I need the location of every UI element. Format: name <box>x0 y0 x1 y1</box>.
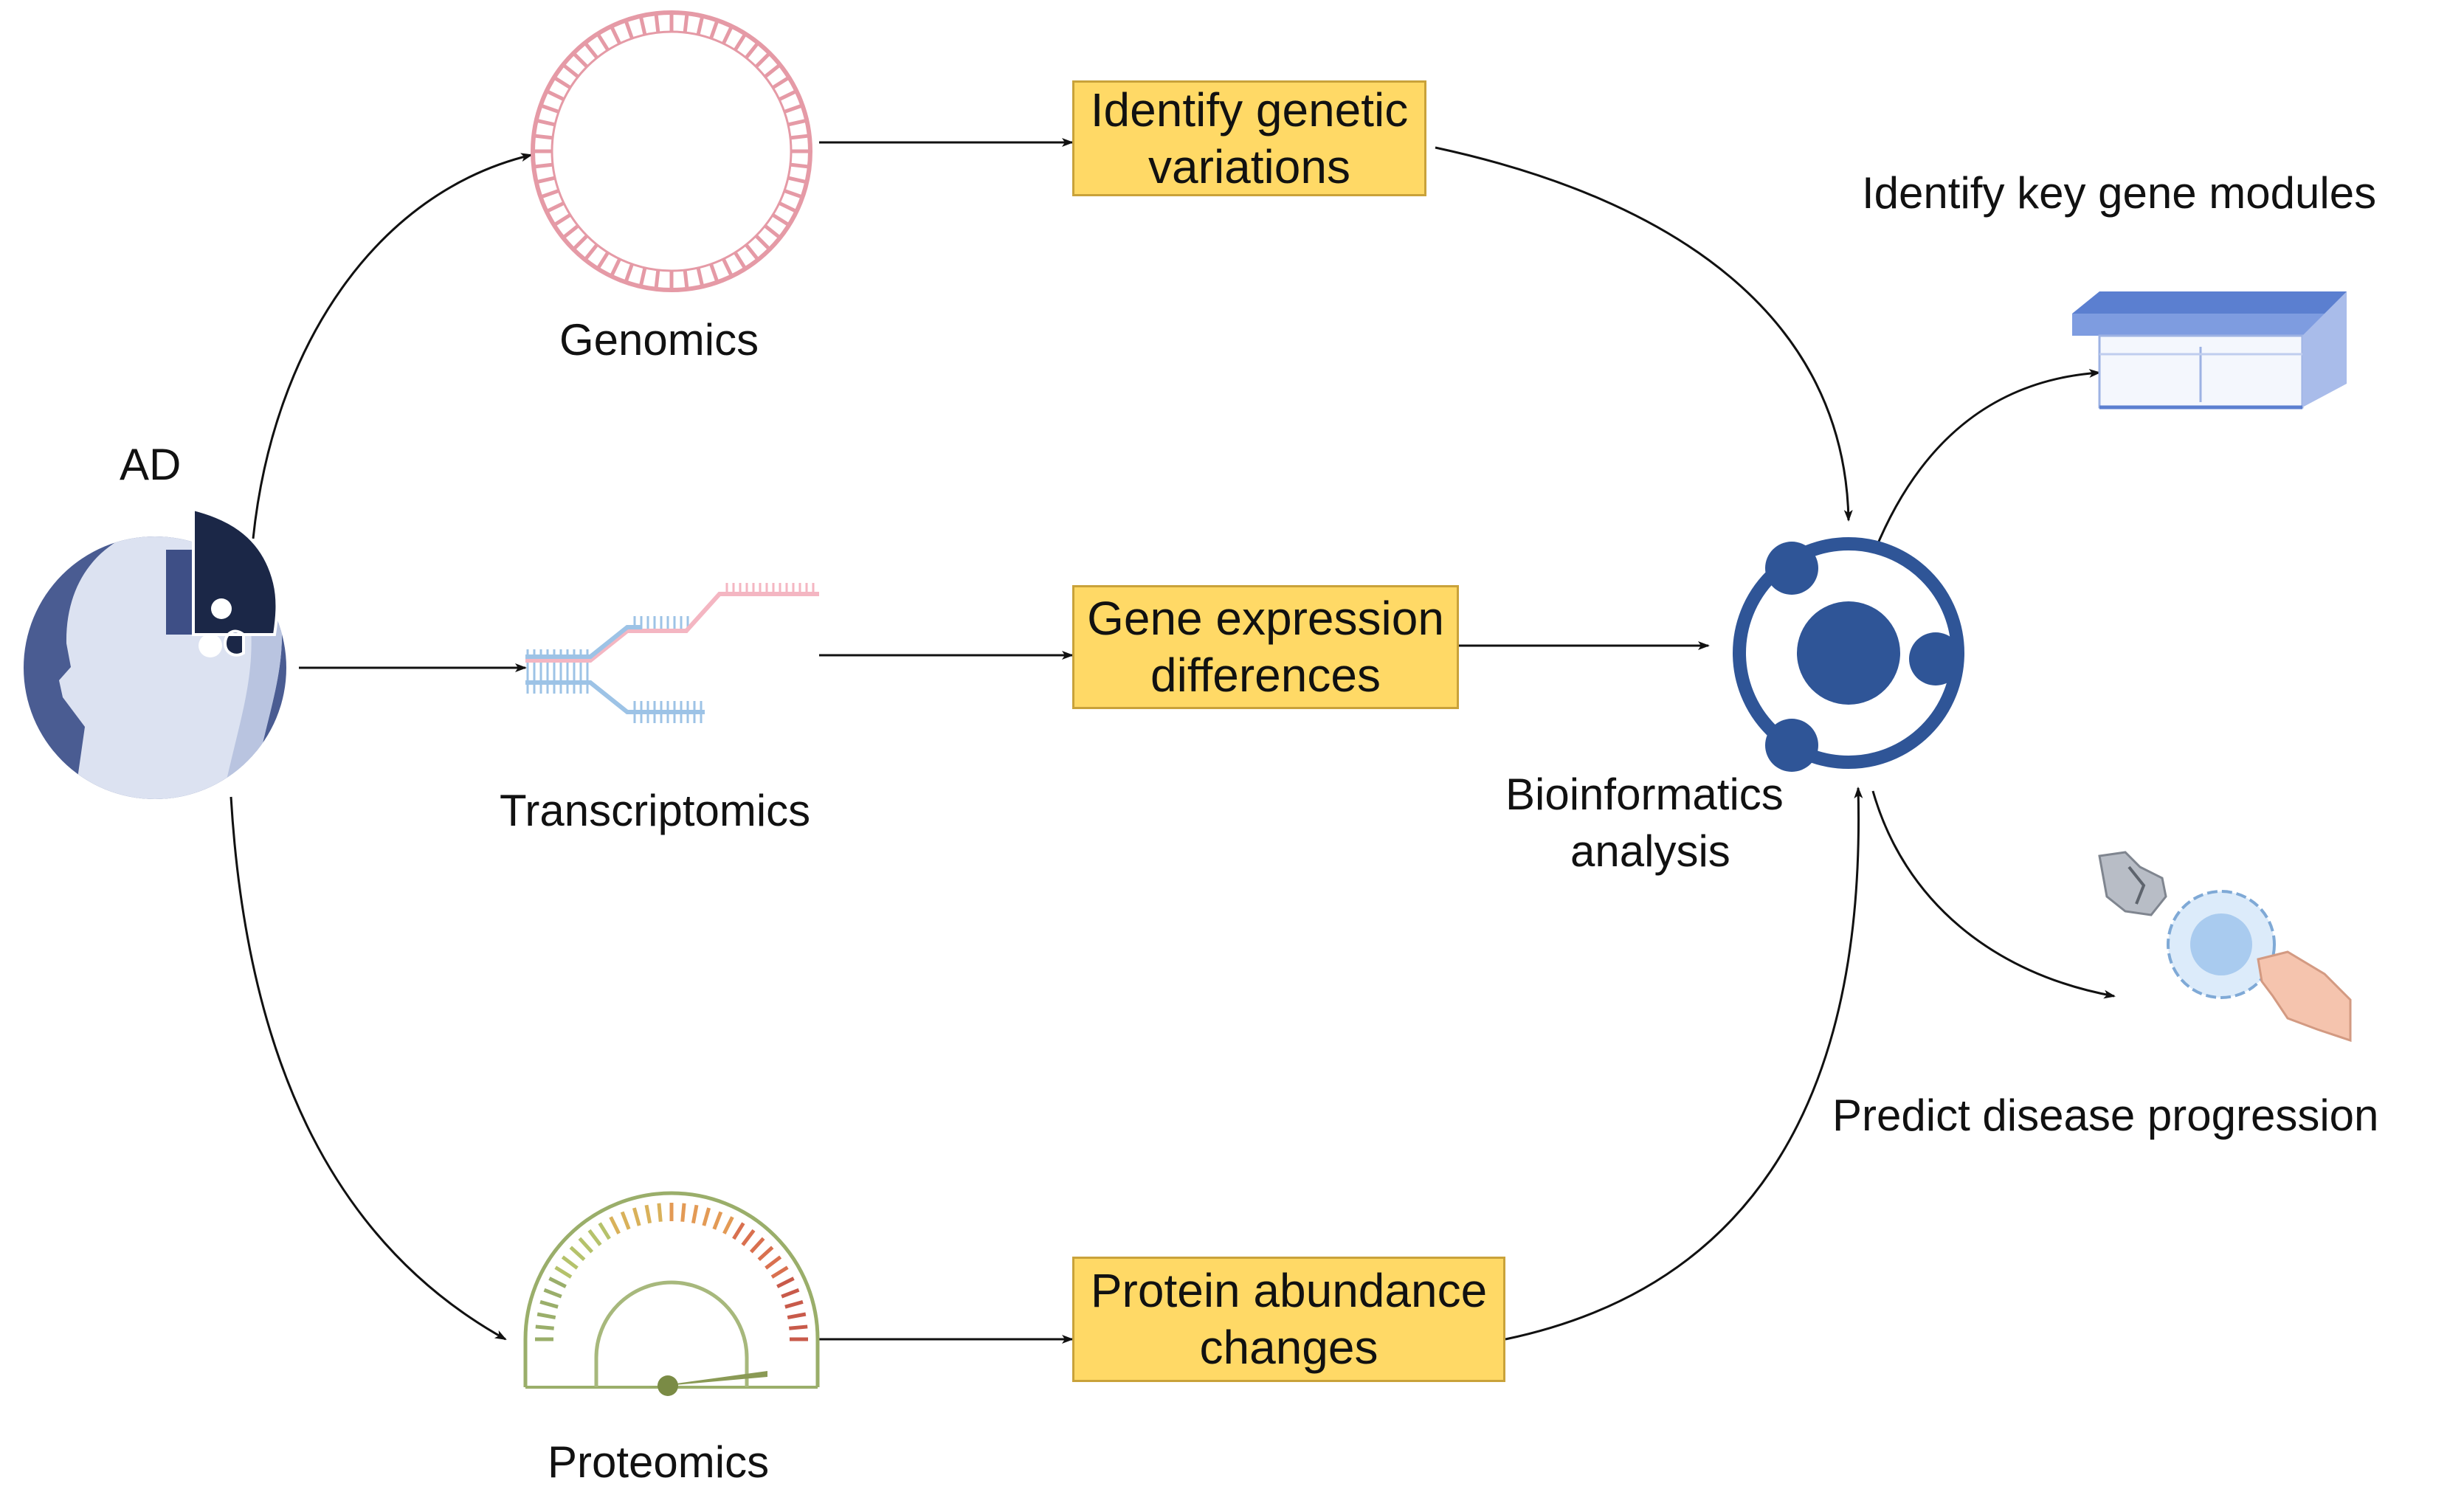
protein-box-line2: changes <box>1199 1321 1378 1374</box>
lab-bench-icon <box>2072 291 2347 410</box>
protein-box-line1: Protein abundance <box>1090 1264 1488 1318</box>
gene-expression-box: Gene expression differences <box>1072 585 1459 709</box>
genetic-variations-box: Identify genetic variations <box>1072 80 1426 196</box>
robot-human-hand-icon <box>2098 851 2352 1043</box>
arrow-ad-to-genomics <box>252 153 533 539</box>
network-hub-icon <box>1733 537 1964 772</box>
protein-abundance-box: Protein abundance changes <box>1072 1257 1505 1382</box>
transcriptomics-label: Transcriptomics <box>500 786 811 835</box>
arrow-genetic-to-hub <box>1435 146 1853 522</box>
genetic-box-line1: Identify genetic <box>1090 83 1409 137</box>
predict-label: Predict disease progression <box>1832 1091 2379 1140</box>
arrow-hub-to-modules <box>1873 368 2101 553</box>
connectors <box>230 138 2116 1344</box>
genomics-label: Genomics <box>559 315 759 365</box>
head-puzzle-icon <box>24 507 286 799</box>
bioinformatics-line2: analysis <box>1570 826 1730 876</box>
modules-label: Identify key gene modules <box>1862 168 2377 218</box>
genetic-box-line2: variations <box>1148 139 1350 193</box>
arrow-hub-to-predict <box>1871 790 2116 999</box>
arrow-protein-to-hub <box>1505 787 1863 1341</box>
bioinformatics-line1: Bioinformatics <box>1505 770 1784 819</box>
gauge-meter-icon <box>523 1191 820 1396</box>
expression-box-line2: differences <box>1150 649 1381 702</box>
rna-strand-icon <box>525 583 819 723</box>
expression-box-line1: Gene expression <box>1087 592 1444 646</box>
proteomics-label: Proteomics <box>548 1437 770 1487</box>
plasmid-ring-icon <box>531 10 812 292</box>
ad-label: AD <box>120 440 182 489</box>
arrow-ad-to-proteomics <box>230 796 507 1341</box>
